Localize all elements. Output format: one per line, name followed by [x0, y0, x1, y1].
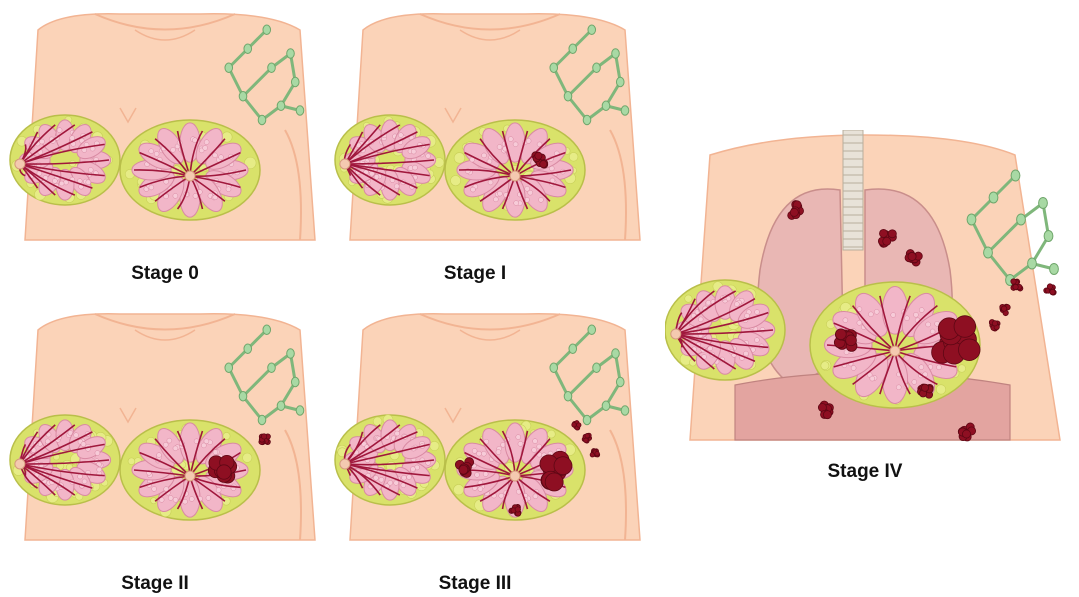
- stage-4-illustration: [665, 130, 1079, 450]
- stage-1-illustration: [325, 0, 655, 255]
- stage-0-panel: [0, 0, 330, 255]
- stage-2-illustration: [0, 300, 330, 555]
- stage-3-panel: [325, 300, 655, 555]
- stage-3-label: Stage III: [405, 573, 545, 595]
- stage-1-label: Stage I: [405, 263, 545, 285]
- stage-1-panel: [325, 0, 655, 255]
- stage-4-panel: [665, 130, 1079, 450]
- stage-2-label: Stage II: [85, 573, 225, 595]
- stage-3-illustration: [325, 300, 655, 555]
- stage-0-illustration: [0, 0, 330, 255]
- stage-4-label: Stage IV: [795, 461, 935, 483]
- stage-2-panel: [0, 300, 330, 555]
- stage-0-label: Stage 0: [95, 263, 235, 285]
